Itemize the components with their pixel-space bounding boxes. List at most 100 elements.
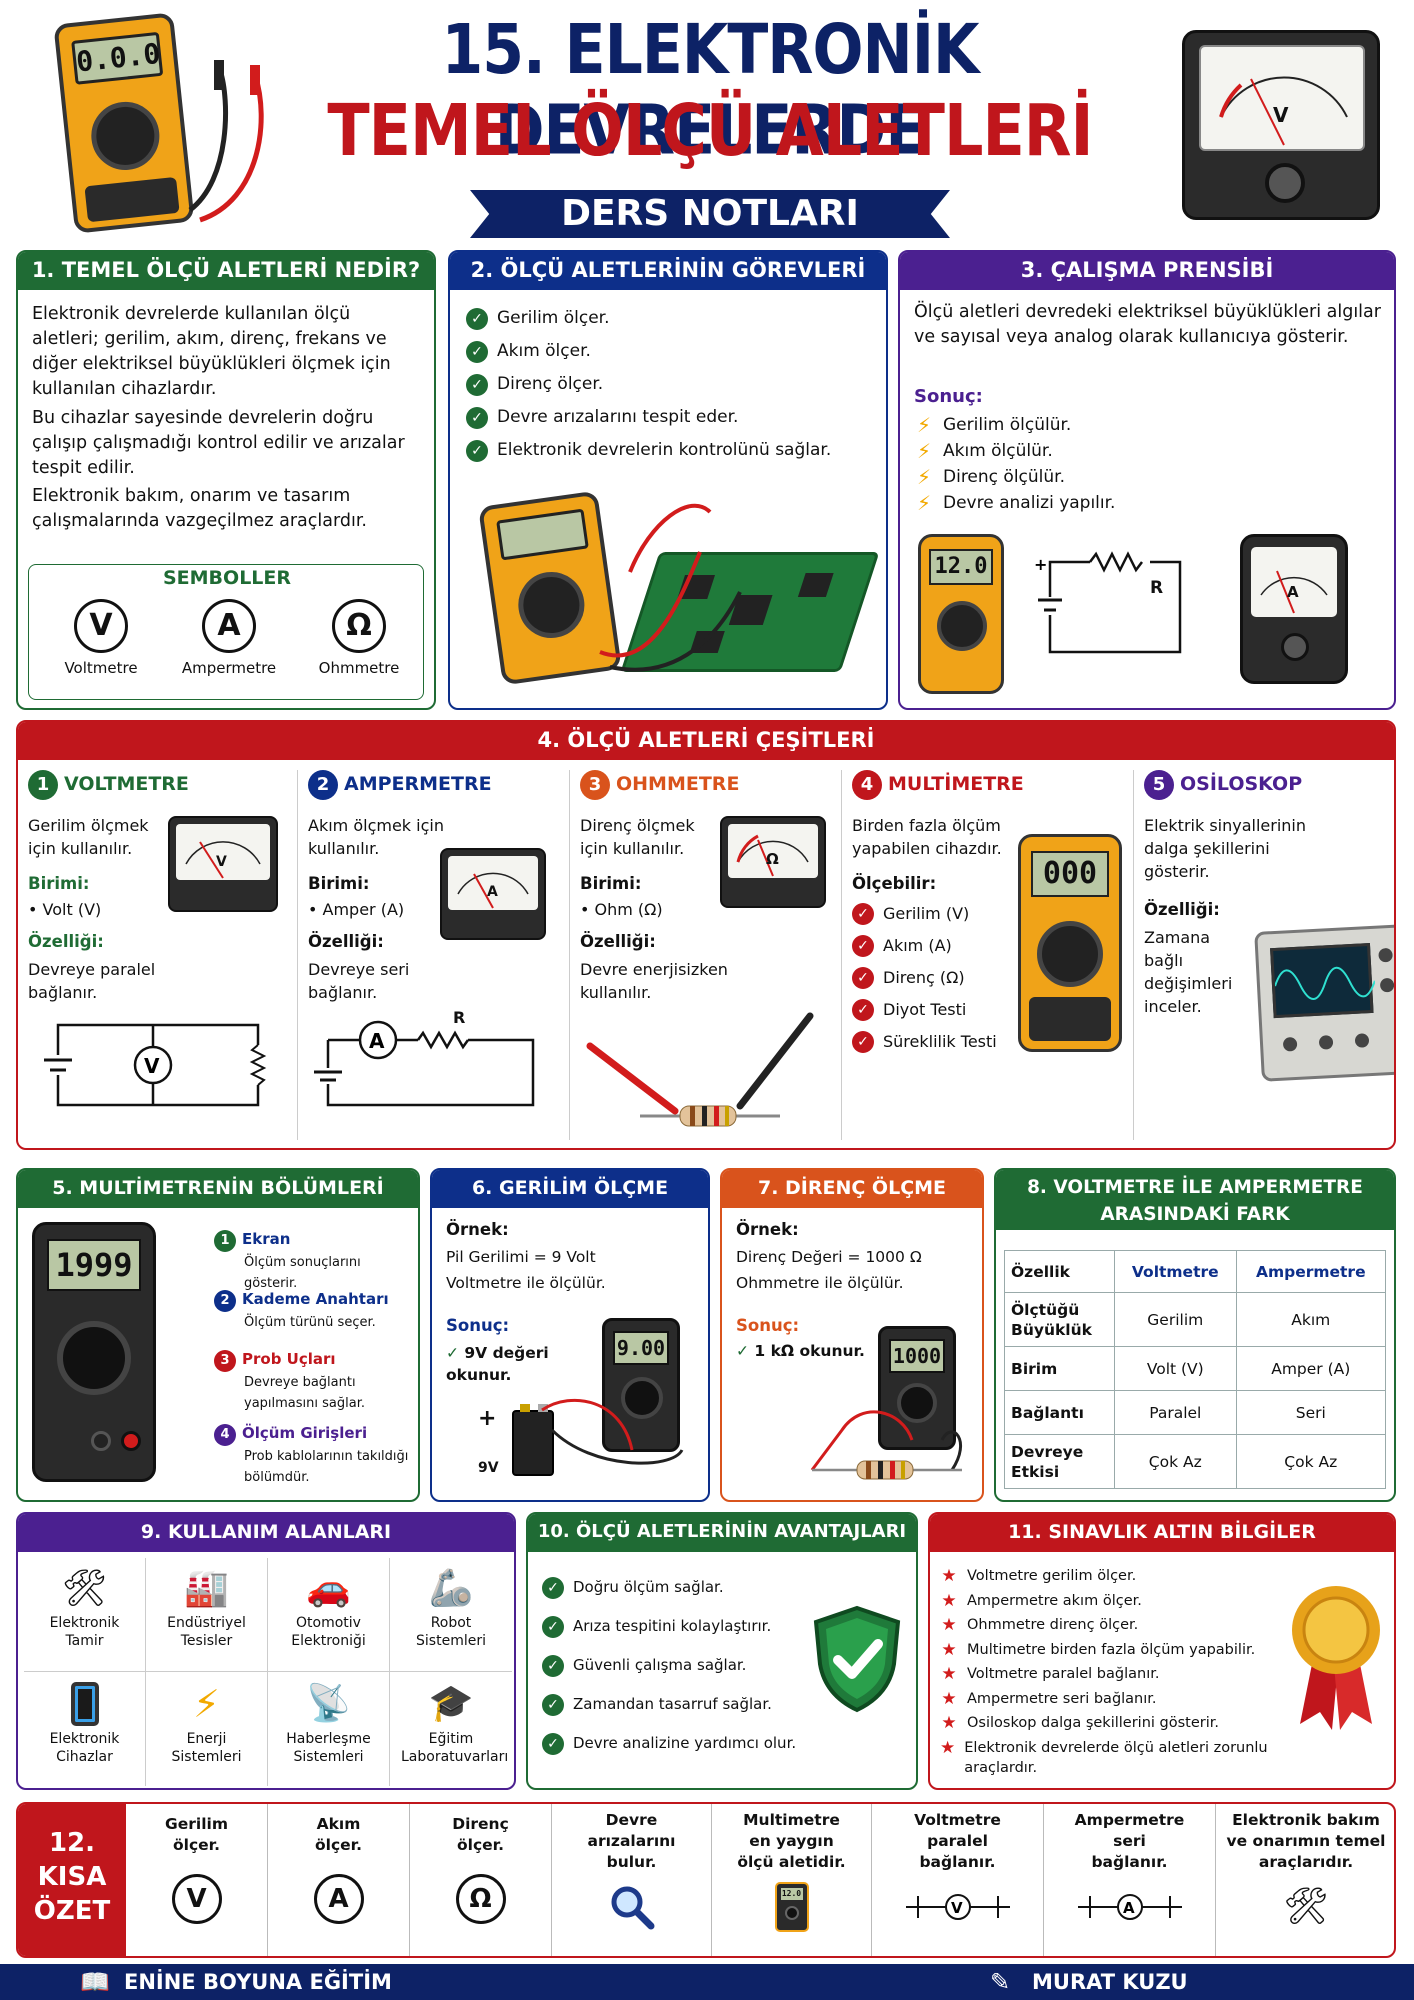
footer: 📖 ENİNE BOYUNA EĞİTİM ✎ MURAT KUZU — [0, 1964, 1414, 2000]
check-icon: ✓ — [542, 1693, 564, 1716]
list-item: ★Ampermetre seri bağlanır. — [940, 1687, 1280, 1712]
type-name: AMPERMETRE — [344, 773, 492, 795]
probe-wires — [541, 1398, 684, 1465]
probe-wires — [188, 60, 264, 223]
check-icon: ✓ — [466, 406, 488, 429]
multimeter-dial — [514, 567, 589, 643]
meter-face: Ω — [728, 824, 818, 878]
pencil-icon: ✎ — [990, 1968, 1011, 1996]
multimeter-illustration: 1999 — [32, 1222, 156, 1482]
voltmeter-symbol-icon: V — [74, 599, 128, 653]
symbol-label: Ohmmetre — [318, 659, 400, 677]
list-item: ★Multimetre birden fazla ölçüm yapabilir… — [940, 1638, 1280, 1663]
part-description: Devreye bağlantı yapılmasını sağlar. — [244, 1375, 365, 1411]
summary-cell: Voltmetre paralel bağlanır. V — [872, 1804, 1044, 1956]
check-icon: ✓ — [542, 1576, 564, 1599]
list-item: ✓Direnç (Ω) — [852, 962, 997, 994]
summary-text: Ampermetre seri bağlanır. — [1074, 1811, 1185, 1871]
feature-value: Devreye seri bağlanır. — [308, 960, 410, 1002]
usage-label: Haberleşme Sistemleri — [286, 1731, 371, 1765]
factory-icon: 🏭 — [184, 1568, 229, 1609]
section-9-usage: 9. KULLANIM ALANLARI 🛠Elektronik Tamir 🏭… — [16, 1512, 516, 1790]
footer-right-text: MURAT KUZU — [1032, 1970, 1188, 1994]
lightning-icon: ⚡ — [916, 413, 932, 437]
wrench-icon: 🛠 — [61, 1568, 108, 1609]
star-icon: ★ — [941, 1664, 957, 1684]
table-cell: Paralel — [1114, 1390, 1237, 1435]
table-header-cell: Özellik — [1004, 1250, 1115, 1293]
list-item: ✓ Gerilim ölçer. — [466, 302, 876, 335]
section-6-voltage: 6. GERİLİM ÖLÇME Örnek: Pil Gerilimi = 9… — [430, 1168, 710, 1502]
input-jack — [121, 1431, 141, 1451]
meter-face: V — [176, 824, 270, 880]
star-icon: ★ — [940, 1737, 956, 1758]
result-text: 1 kΩ okunur. — [754, 1342, 865, 1360]
symbols-title: SEMBOLLER — [162, 567, 292, 589]
part-title: Ölçüm Girişleri — [242, 1424, 368, 1442]
table-header-cell: Ampermetre — [1235, 1250, 1387, 1293]
mini-dial — [784, 1906, 799, 1920]
check-icon: ✓ — [466, 307, 488, 330]
list-item: ✓Gerilim (V) — [852, 898, 997, 930]
table-cell: Gerilim — [1114, 1292, 1237, 1347]
list-item: ✓Zamandan tasarruf sağlar. — [542, 1685, 802, 1724]
list-item: ⚡Devre analizi yapılır. — [914, 490, 1384, 516]
summary-title-block: 12. KISA ÖZET — [18, 1804, 126, 1956]
list-item-text: Gerilim ölçer. — [497, 308, 610, 328]
star-icon: ★ — [941, 1639, 957, 1660]
input-jack — [91, 1431, 111, 1451]
svg-text:+: + — [1034, 555, 1047, 574]
list-item: ✓Arıza tespitini kolaylaştırır. — [542, 1607, 802, 1646]
battery-illustration — [512, 1404, 554, 1476]
tablet-icon — [70, 1682, 99, 1726]
result-line: ✓ 1 kΩ okunur. — [736, 1342, 865, 1360]
analog-ohmmeter-illustration: Ω — [720, 816, 826, 908]
star-icon: ★ — [941, 1688, 957, 1709]
lightning-icon: ⚡ — [916, 439, 932, 463]
knob — [1378, 947, 1393, 963]
list-item-text: Akım (A) — [883, 936, 952, 955]
usage-item: 🦾Robot Sistemleri — [390, 1558, 512, 1672]
header: 0.0.0 15. ELEKTRONİK DEVRELERDE TEMEL ÖL… — [0, 0, 1414, 245]
section-7-resistance: 7. DİRENÇ ÖLÇME Örnek: Direnç Değeri = 1… — [720, 1168, 984, 1502]
type-name: OSİLOSKOP — [1180, 773, 1303, 795]
example-line-1: Direnç Değeri = 1000 Ω — [736, 1248, 922, 1266]
multimeter-dial — [57, 1321, 131, 1395]
mini-multimeter-icon: 12.0 — [774, 1882, 809, 1932]
section-1-title: 1. TEMEL ÖLÇÜ ALETLERİ NEDİR? — [18, 252, 434, 290]
list-item: ★Ampermetre akım ölçer. — [940, 1589, 1280, 1614]
satellite-dish-icon: 📡 — [306, 1683, 351, 1724]
type-description: Akım ölçmek için kullanılır. — [308, 816, 444, 858]
table-cell: Ölçtüğü Büyüklük — [1004, 1292, 1115, 1347]
series-circuit-diagram: A — [314, 1020, 535, 1107]
table-header-row: Özellik Voltmetre Ampermetre — [1004, 1250, 1387, 1293]
list-item-text: Direnç ölçülür. — [943, 467, 1065, 487]
s2-list: ✓Gerilim ölçer. ✓Akım ölçer. ✓Direnç ölç… — [466, 302, 876, 467]
check-icon: ✓ — [466, 373, 488, 396]
list-item: ✓Diyot Testi — [852, 994, 997, 1026]
summary-title-1: 12. — [48, 1828, 96, 1858]
mini-multimeter-screen: 12.0 — [780, 1888, 803, 1900]
list-item: ★Elektronik devrelerde ölçü aletleri zor… — [940, 1736, 1280, 1778]
section-8-difference: 8. VOLTMETRE İLE AMPERMETRE ARASINDAKİ F… — [994, 1168, 1396, 1502]
section-6-title: 6. GERİLİM ÖLÇME — [432, 1170, 708, 1208]
page-title-line1: 15. ELEKTRONİK DEVRELERDE — [441, 9, 979, 171]
table-cell: Akım — [1235, 1292, 1387, 1347]
feature-label: Özelliği: — [580, 932, 656, 951]
table-row: Bağlantı Paralel Seri — [1004, 1390, 1387, 1435]
check-icon: ✓ — [542, 1615, 564, 1638]
multimeter-illustration: 12.0 — [918, 534, 1004, 694]
table-cell: Çok Az — [1235, 1434, 1387, 1489]
usage-label: Otomotiv Elektroniği — [291, 1615, 366, 1649]
list-item-text: Süreklilik Testi — [883, 1032, 997, 1051]
list-item-text: Devre analizi yapılır. — [943, 493, 1116, 513]
shield-check-icon — [813, 1605, 901, 1713]
check-icon: ✓ — [736, 1342, 755, 1360]
oscilloscope-illustration — [1254, 924, 1394, 1082]
summary-text: Devre arızalarını bulur. — [587, 1811, 676, 1871]
meter-scale — [736, 834, 809, 877]
symbols-box: SEMBOLLER V Voltmetre A Ampermetre Ω Ohm… — [28, 564, 424, 700]
usage-item: ⚡Enerji Sistemleri — [146, 1672, 268, 1786]
